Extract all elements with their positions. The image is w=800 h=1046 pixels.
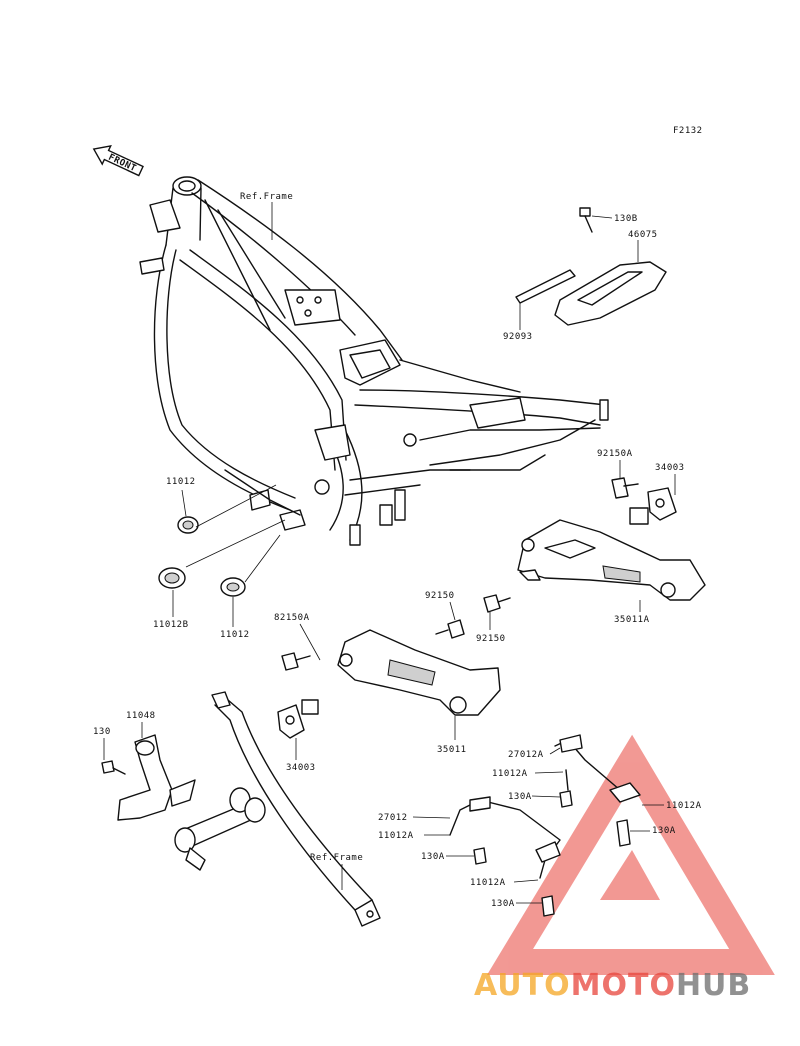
callout-11012-lower: 11012 bbox=[220, 630, 250, 640]
callout-34003-left: 34003 bbox=[286, 763, 316, 773]
bolt-130 bbox=[101, 760, 126, 775]
callout-35011: 35011 bbox=[437, 745, 467, 755]
part-92093-strip bbox=[515, 269, 576, 304]
watermark-moto: MOTO bbox=[571, 968, 676, 1003]
front-arrow: FRONT bbox=[92, 144, 144, 177]
bolt-130a-3 bbox=[473, 847, 487, 865]
main-frame bbox=[139, 176, 609, 546]
ref-frame-top-label: Ref.Frame bbox=[240, 192, 293, 202]
callout-34003-right: 34003 bbox=[655, 463, 685, 473]
bolt-130a-1 bbox=[559, 790, 573, 808]
grommet-11012-lower bbox=[220, 577, 246, 597]
watermark-wordmark: AUTOMOTOHUB bbox=[474, 968, 751, 1003]
callout-130a-3: 130A bbox=[421, 852, 445, 862]
callout-92150-bottom: 92150 bbox=[476, 634, 506, 644]
callout-130a-4: 130A bbox=[491, 899, 515, 909]
callout-35011a: 35011A bbox=[614, 615, 650, 625]
figure-code: F2132 bbox=[673, 126, 703, 136]
callout-130b: 130B bbox=[614, 214, 638, 224]
svg-text:AUTOMOTOHUB: AUTOMOTOHUB bbox=[474, 968, 751, 1003]
bolt-130a-4 bbox=[541, 895, 555, 917]
bolt-92150-top bbox=[435, 619, 465, 639]
callout-130a-1: 130A bbox=[508, 792, 532, 802]
bolt-130a-2 bbox=[616, 819, 631, 847]
callout-46075: 46075 bbox=[628, 230, 658, 240]
part-35011-bracket bbox=[337, 629, 501, 716]
bolt-130b bbox=[579, 207, 593, 233]
callout-11048: 11048 bbox=[126, 711, 156, 721]
bolt-82150a bbox=[281, 652, 311, 671]
part-35011a-bracket bbox=[517, 519, 706, 601]
lower-crossmember bbox=[174, 787, 266, 871]
callout-27012: 27012 bbox=[378, 813, 408, 823]
pipe-27012a bbox=[554, 734, 641, 803]
callout-11012a-3: 11012A bbox=[378, 831, 414, 841]
callout-82150a: 82150A bbox=[274, 613, 310, 623]
part-46075-cover bbox=[554, 261, 667, 326]
part-11048-bracket bbox=[117, 734, 196, 821]
callout-130a-2: 130A bbox=[652, 826, 676, 836]
callout-27012a: 27012A bbox=[508, 750, 544, 760]
watermark-hub: HUB bbox=[676, 968, 751, 1003]
watermark-logo bbox=[486, 734, 775, 975]
part-34003-left bbox=[277, 699, 319, 739]
callout-92093: 92093 bbox=[503, 332, 533, 342]
callout-92150-top: 92150 bbox=[425, 591, 455, 601]
ref-frame-bottom-label: Ref.Frame bbox=[310, 853, 363, 863]
pipe-27012 bbox=[449, 796, 561, 879]
callout-11012a-1: 11012A bbox=[492, 769, 528, 779]
grommet-11012-upper bbox=[177, 516, 199, 534]
bolt-92150a bbox=[611, 477, 639, 499]
callout-11012a-2: 11012A bbox=[666, 801, 702, 811]
ref-frame-bottom-tube bbox=[211, 691, 381, 927]
part-34003-right bbox=[629, 487, 677, 525]
callout-130: 130 bbox=[93, 727, 111, 737]
callout-11012-upper: 11012 bbox=[166, 477, 196, 487]
front-label: FRONT bbox=[107, 153, 138, 175]
grommet-11012b bbox=[158, 567, 186, 589]
callout-11012a-4: 11012A bbox=[470, 878, 506, 888]
callout-11012b: 11012B bbox=[153, 620, 189, 630]
bolt-92150-bottom bbox=[483, 594, 511, 613]
callout-92150a: 92150A bbox=[597, 449, 633, 459]
watermark-auto: AUTO bbox=[474, 968, 571, 1003]
